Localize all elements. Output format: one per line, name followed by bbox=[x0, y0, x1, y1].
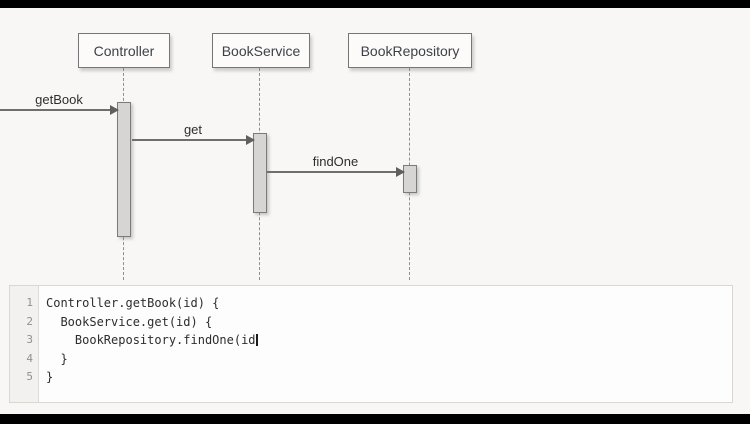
code-line-4[interactable]: } bbox=[46, 351, 68, 366]
message-arrow-getbook bbox=[0, 105, 119, 115]
message-get: get bbox=[132, 122, 255, 145]
activation-bar-controller bbox=[117, 102, 131, 237]
activation-bar-bookservice bbox=[253, 133, 267, 213]
line-number: 4 bbox=[26, 351, 33, 365]
letterbox-bottom-bar bbox=[0, 414, 750, 424]
message-label-getbook: getBook bbox=[35, 92, 83, 107]
code-text-area[interactable]: Controller.getBook(id) { BookService.get… bbox=[39, 286, 732, 402]
code-line-5[interactable]: } bbox=[46, 370, 54, 384]
actor-box-bookrepository: BookRepository bbox=[348, 33, 472, 68]
arrowhead-icon bbox=[246, 135, 255, 145]
actor-box-controller: Controller bbox=[78, 33, 170, 68]
message-label-get: get bbox=[183, 122, 203, 137]
message-arrow-findone bbox=[267, 167, 405, 177]
actor-box-bookservice: BookService bbox=[212, 33, 310, 68]
message-findone: findOne bbox=[267, 154, 405, 177]
actor-label-bookrepository: BookRepository bbox=[360, 42, 460, 59]
message-arrow-get bbox=[132, 135, 255, 145]
letterbox-top-bar bbox=[0, 0, 750, 8]
activation-bar-bookrepository bbox=[403, 165, 417, 193]
actor-label-bookservice: BookService bbox=[221, 42, 301, 59]
line-number: 5 bbox=[26, 370, 33, 383]
line-number-gutter: 1 2 3 4 5 bbox=[10, 286, 39, 402]
text-cursor bbox=[256, 334, 258, 346]
line-number: 1 bbox=[26, 296, 33, 309]
line-number: 3 bbox=[26, 333, 33, 346]
arrowhead-icon bbox=[110, 105, 119, 115]
code-editor-panel[interactable]: 1 2 3 4 5 Controller.getBook(id) { BookS… bbox=[9, 285, 733, 403]
arrowhead-icon bbox=[396, 167, 405, 177]
code-line-1[interactable]: Controller.getBook(id) { bbox=[46, 296, 220, 310]
line-number: 2 bbox=[26, 314, 33, 328]
code-line-3[interactable]: BookRepository.findOne(id bbox=[46, 333, 258, 347]
code-line-2[interactable]: BookService.get(id) { bbox=[46, 314, 213, 329]
message-label-findone: findOne bbox=[312, 154, 359, 169]
message-getbook: getBook bbox=[0, 92, 119, 115]
actor-label-controller: Controller bbox=[93, 42, 155, 59]
